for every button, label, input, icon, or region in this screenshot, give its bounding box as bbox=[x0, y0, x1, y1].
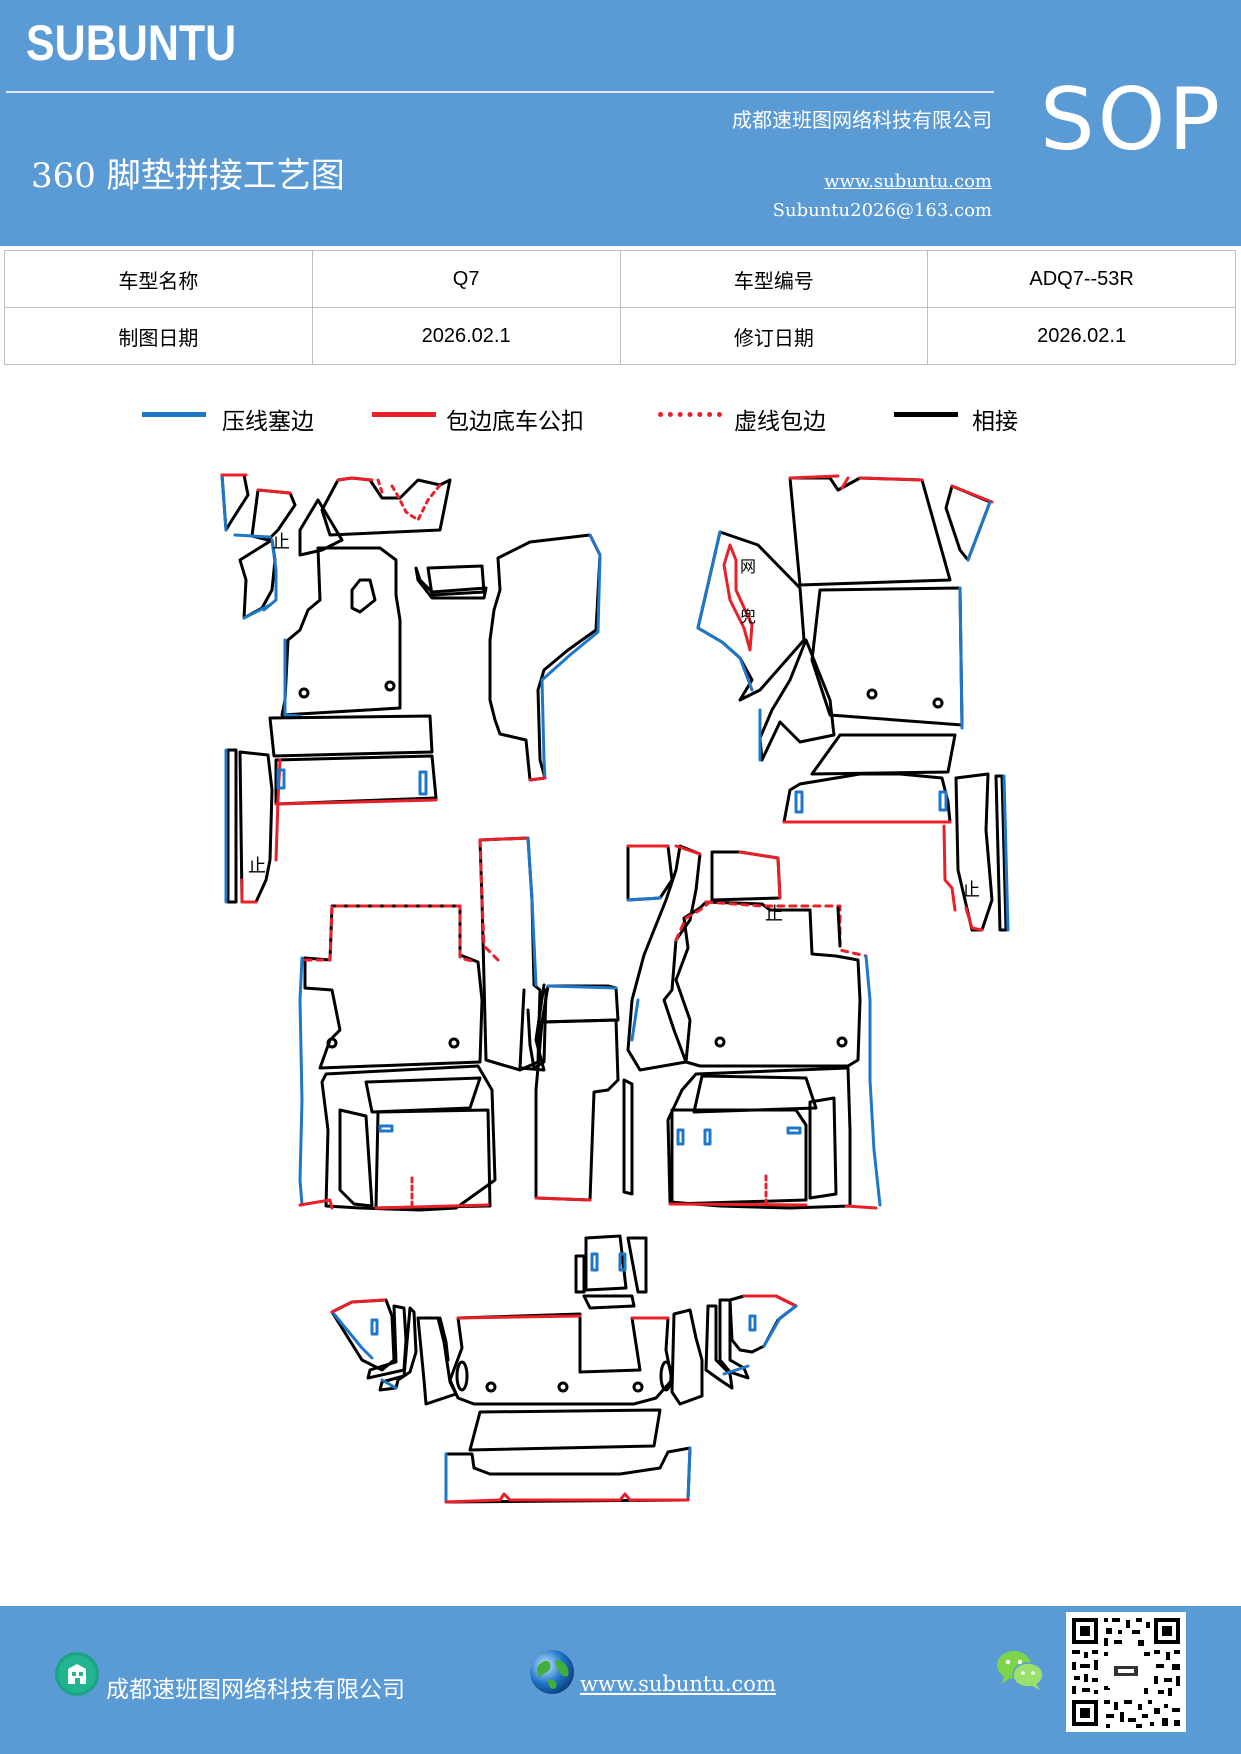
header-banner: SUBUNTU 成都速班图网络科技有限公司 SOP 360 脚垫拼接工艺图 ww… bbox=[0, 0, 1241, 246]
legend-label: 相接 bbox=[972, 409, 1018, 435]
doc-type-label: SOP bbox=[1040, 70, 1224, 170]
company-name: 成都速班图网络科技有限公司 bbox=[732, 108, 992, 132]
mat-piece-front-right bbox=[696, 474, 1010, 932]
draw-date-label: 制图日期 bbox=[4, 307, 313, 365]
footer-banner: 成都速班图网络科技有限公司 www.subuntu.com bbox=[0, 1606, 1241, 1754]
mat-piece-trunk bbox=[330, 1234, 798, 1504]
footer-company-name: 成都速班图网络科技有限公司 bbox=[106, 1677, 405, 1703]
legend-line-red-dotted bbox=[658, 412, 722, 417]
legend-label: 压线塞边 bbox=[222, 409, 314, 435]
legend-line-red bbox=[372, 412, 436, 417]
revision-date-label: 修订日期 bbox=[619, 307, 929, 365]
website-link[interactable]: www.subuntu.com bbox=[824, 171, 992, 192]
net-pocket-marker: 网 bbox=[740, 557, 756, 576]
legend-line-black bbox=[894, 412, 958, 417]
revision-date-value: 2026.02.1 bbox=[927, 307, 1236, 365]
wechat-icon bbox=[997, 1651, 1044, 1690]
model-name-value: Q7 bbox=[311, 250, 621, 308]
email-address: Subuntu2026@163.com bbox=[772, 200, 992, 221]
model-name-label: 车型名称 bbox=[4, 250, 313, 308]
up-marker: 止 bbox=[765, 904, 783, 925]
footer-website-link[interactable]: www.subuntu.com bbox=[580, 1672, 776, 1696]
draw-date-value: 2026.02.1 bbox=[311, 307, 621, 365]
page-title: 360 脚垫拼接工艺图 bbox=[31, 156, 345, 196]
floor-mat-diagram: 止 止 止 止 网 兜 bbox=[220, 473, 1010, 1504]
up-marker: 止 bbox=[272, 532, 290, 553]
legend-label: 包边底车公扣 bbox=[446, 409, 584, 435]
mat-piece-front-left bbox=[220, 473, 602, 904]
legend-label: 虚线包边 bbox=[734, 409, 826, 435]
vehicle-info-table: 车型名称 Q7 车型编号 ADQ7--53R 制图日期 2026.02.1 修订… bbox=[4, 250, 1236, 365]
table-row: 制图日期 2026.02.1 修订日期 2026.02.1 bbox=[4, 307, 1236, 365]
table-row: 车型名称 Q7 车型编号 ADQ7--53R bbox=[4, 250, 1236, 308]
model-code-value: ADQ7--53R bbox=[927, 250, 1236, 308]
up-marker: 止 bbox=[962, 880, 980, 901]
net-pocket-marker: 兜 bbox=[740, 607, 756, 626]
up-marker: 止 bbox=[248, 856, 266, 877]
building-icon bbox=[55, 1652, 99, 1696]
mat-piece-rear-seats bbox=[298, 836, 882, 1212]
model-code-label: 车型编号 bbox=[619, 250, 929, 308]
qr-code bbox=[1066, 1612, 1186, 1732]
brand-logo: SUBUNTU bbox=[26, 15, 237, 71]
header-divider bbox=[6, 91, 994, 93]
legend-line-blue bbox=[142, 412, 206, 417]
globe-icon bbox=[530, 1650, 574, 1694]
